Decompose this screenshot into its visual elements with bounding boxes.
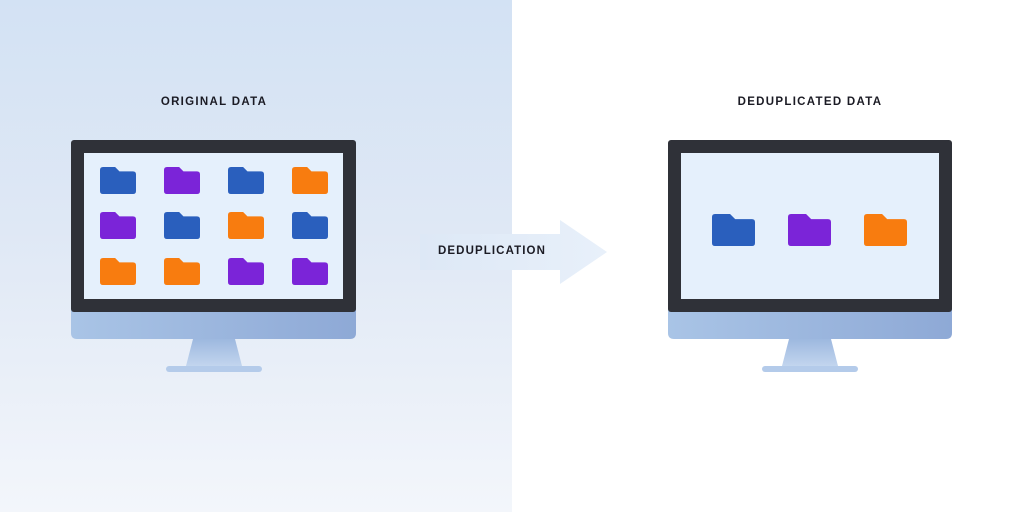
blue-folder-icon	[292, 212, 328, 239]
original-data-heading: ORIGINAL DATA	[160, 96, 268, 108]
deduplicated-data-heading: DEDUPLICATED DATA	[737, 96, 883, 108]
blue-folder-icon	[712, 214, 755, 246]
purple-folder-icon	[164, 167, 200, 194]
orange-folder-icon	[292, 167, 328, 194]
monitor-chin	[71, 309, 356, 339]
blue-folder-icon	[228, 167, 264, 194]
purple-folder-icon	[100, 212, 136, 239]
purple-folder-icon	[788, 214, 831, 246]
deduplication-label: DEDUPLICATION	[437, 245, 546, 257]
monitor-foot	[166, 366, 262, 372]
dedup-arrow-icon	[420, 220, 607, 284]
monitor-neck	[782, 339, 838, 366]
deduplicated-monitor	[668, 140, 952, 372]
monitor-foot	[762, 366, 858, 372]
monitor-neck	[186, 339, 242, 366]
orange-folder-icon	[228, 212, 264, 239]
original-monitor	[71, 140, 356, 372]
purple-folder-icon	[292, 258, 328, 285]
orange-folder-icon	[100, 258, 136, 285]
orange-folder-icon	[164, 258, 200, 285]
deduplicated-folders-row	[712, 214, 907, 246]
blue-folder-icon	[164, 212, 200, 239]
blue-folder-icon	[100, 167, 136, 194]
original-folders-grid	[100, 167, 328, 285]
purple-folder-icon	[228, 258, 264, 285]
monitor-chin	[668, 309, 952, 339]
orange-folder-icon	[864, 214, 907, 246]
